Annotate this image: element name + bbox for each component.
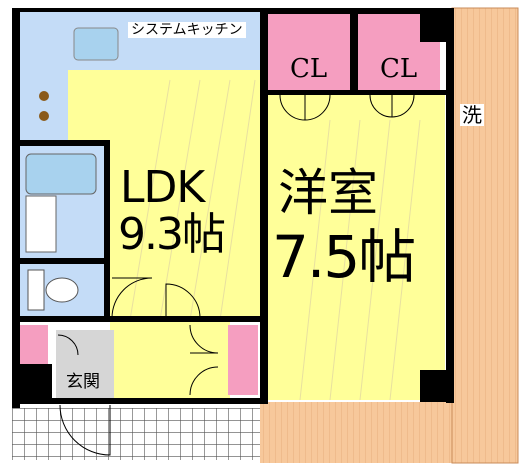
ldk-size-label: 9.3帖: [118, 209, 226, 260]
hall-closet: [228, 325, 258, 395]
closet-1: [268, 12, 350, 92]
stove-burner: [39, 91, 49, 101]
bedroom-floor: [265, 92, 445, 400]
ldk-label: LDK: [120, 162, 205, 213]
entrance-floor: [56, 330, 114, 400]
entrance-porch-tiles: [12, 408, 260, 460]
entrance-label: 玄関: [66, 372, 100, 392]
bedroom-label: 洋室: [278, 164, 378, 222]
hallway: [110, 322, 230, 398]
closet-1-label: CL: [290, 54, 328, 84]
bedroom-size-label: 7.5帖: [272, 223, 416, 291]
stove-burner: [39, 111, 49, 121]
toilet: [27, 269, 45, 311]
closet-2-label: CL: [380, 54, 418, 84]
sink: [73, 27, 119, 61]
balcony: [452, 8, 518, 463]
kitchen-label: システムキッチン: [128, 22, 246, 38]
balcony-bottom: [260, 402, 518, 463]
laundry-label: 洗: [460, 103, 484, 127]
bathtub: [25, 153, 97, 195]
shoe-closet: [20, 325, 48, 365]
